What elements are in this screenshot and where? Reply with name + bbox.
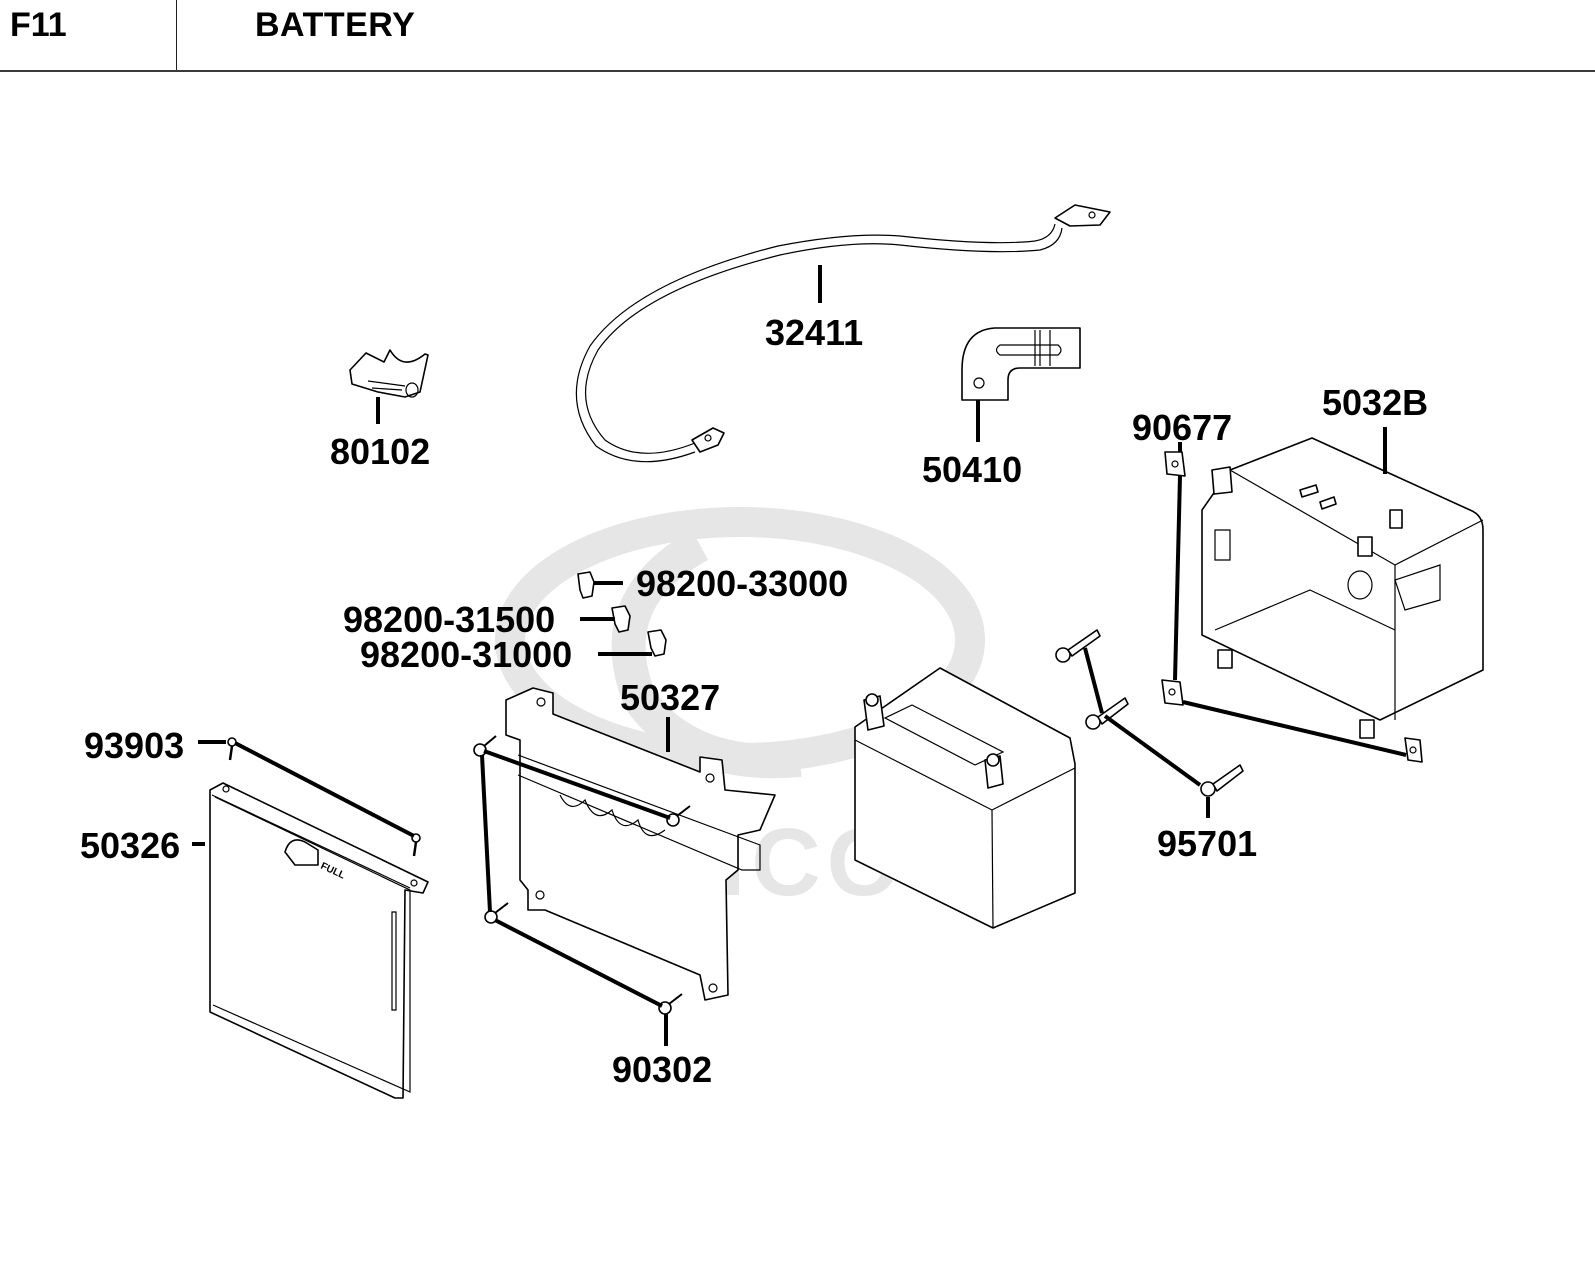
fuse-30a-part[interactable] <box>577 571 595 599</box>
callout-50410[interactable]: 50410 <box>922 449 1022 490</box>
boltbox-link-2 <box>1103 714 1202 787</box>
callout-50326[interactable]: 50326 <box>80 825 180 866</box>
bolt-link-top <box>483 749 671 820</box>
box-bolt-part[interactable] <box>1055 629 1244 797</box>
callout-98200-33000[interactable]: 98200-33000 <box>636 563 848 604</box>
header-divider <box>176 0 177 71</box>
nut-link-vertical <box>1173 475 1182 681</box>
callout-80102[interactable]: 80102 <box>330 431 430 472</box>
cable-holder-part[interactable] <box>349 349 429 398</box>
callout-93903[interactable]: 93903 <box>84 725 184 766</box>
callout-90302[interactable]: 90302 <box>612 1049 712 1090</box>
bolt-link-bottom <box>494 918 663 1008</box>
callout-98200-31000[interactable]: 98200-31000 <box>360 634 572 675</box>
screw-link <box>234 741 415 838</box>
callout-32411[interactable]: 32411 <box>765 312 863 353</box>
battery-cover-part[interactable]: FULL <box>209 782 429 1099</box>
callout-90677[interactable]: 90677 <box>1132 407 1232 448</box>
nut-link-diagonal <box>1182 700 1407 757</box>
callout-50327[interactable]: 50327 <box>620 677 720 718</box>
fuse-10a-part[interactable] <box>647 629 667 657</box>
fuse-bracket-part[interactable] <box>505 687 776 1001</box>
callout-95701[interactable]: 95701 <box>1157 823 1257 864</box>
terminal-bracket-part[interactable] <box>961 327 1081 401</box>
callout-98200-31500[interactable]: 98200-31500 <box>343 599 555 640</box>
callout-5032B[interactable]: 5032B <box>1322 382 1428 423</box>
section-title: BATTERY <box>255 6 416 44</box>
fuse-15a-part[interactable] <box>611 605 631 633</box>
bolt-link-left <box>480 754 492 913</box>
boltbox-link-1 <box>1083 647 1104 714</box>
battery-part[interactable] <box>854 667 1076 929</box>
header-rule <box>0 70 1595 72</box>
battery-cable-part[interactable] <box>575 204 1111 463</box>
battery-box-part[interactable] <box>1201 437 1484 739</box>
section-code: F11 <box>10 6 67 44</box>
clip-nut-part[interactable] <box>1161 451 1423 763</box>
page-header: F11 BATTERY <box>0 0 1595 72</box>
